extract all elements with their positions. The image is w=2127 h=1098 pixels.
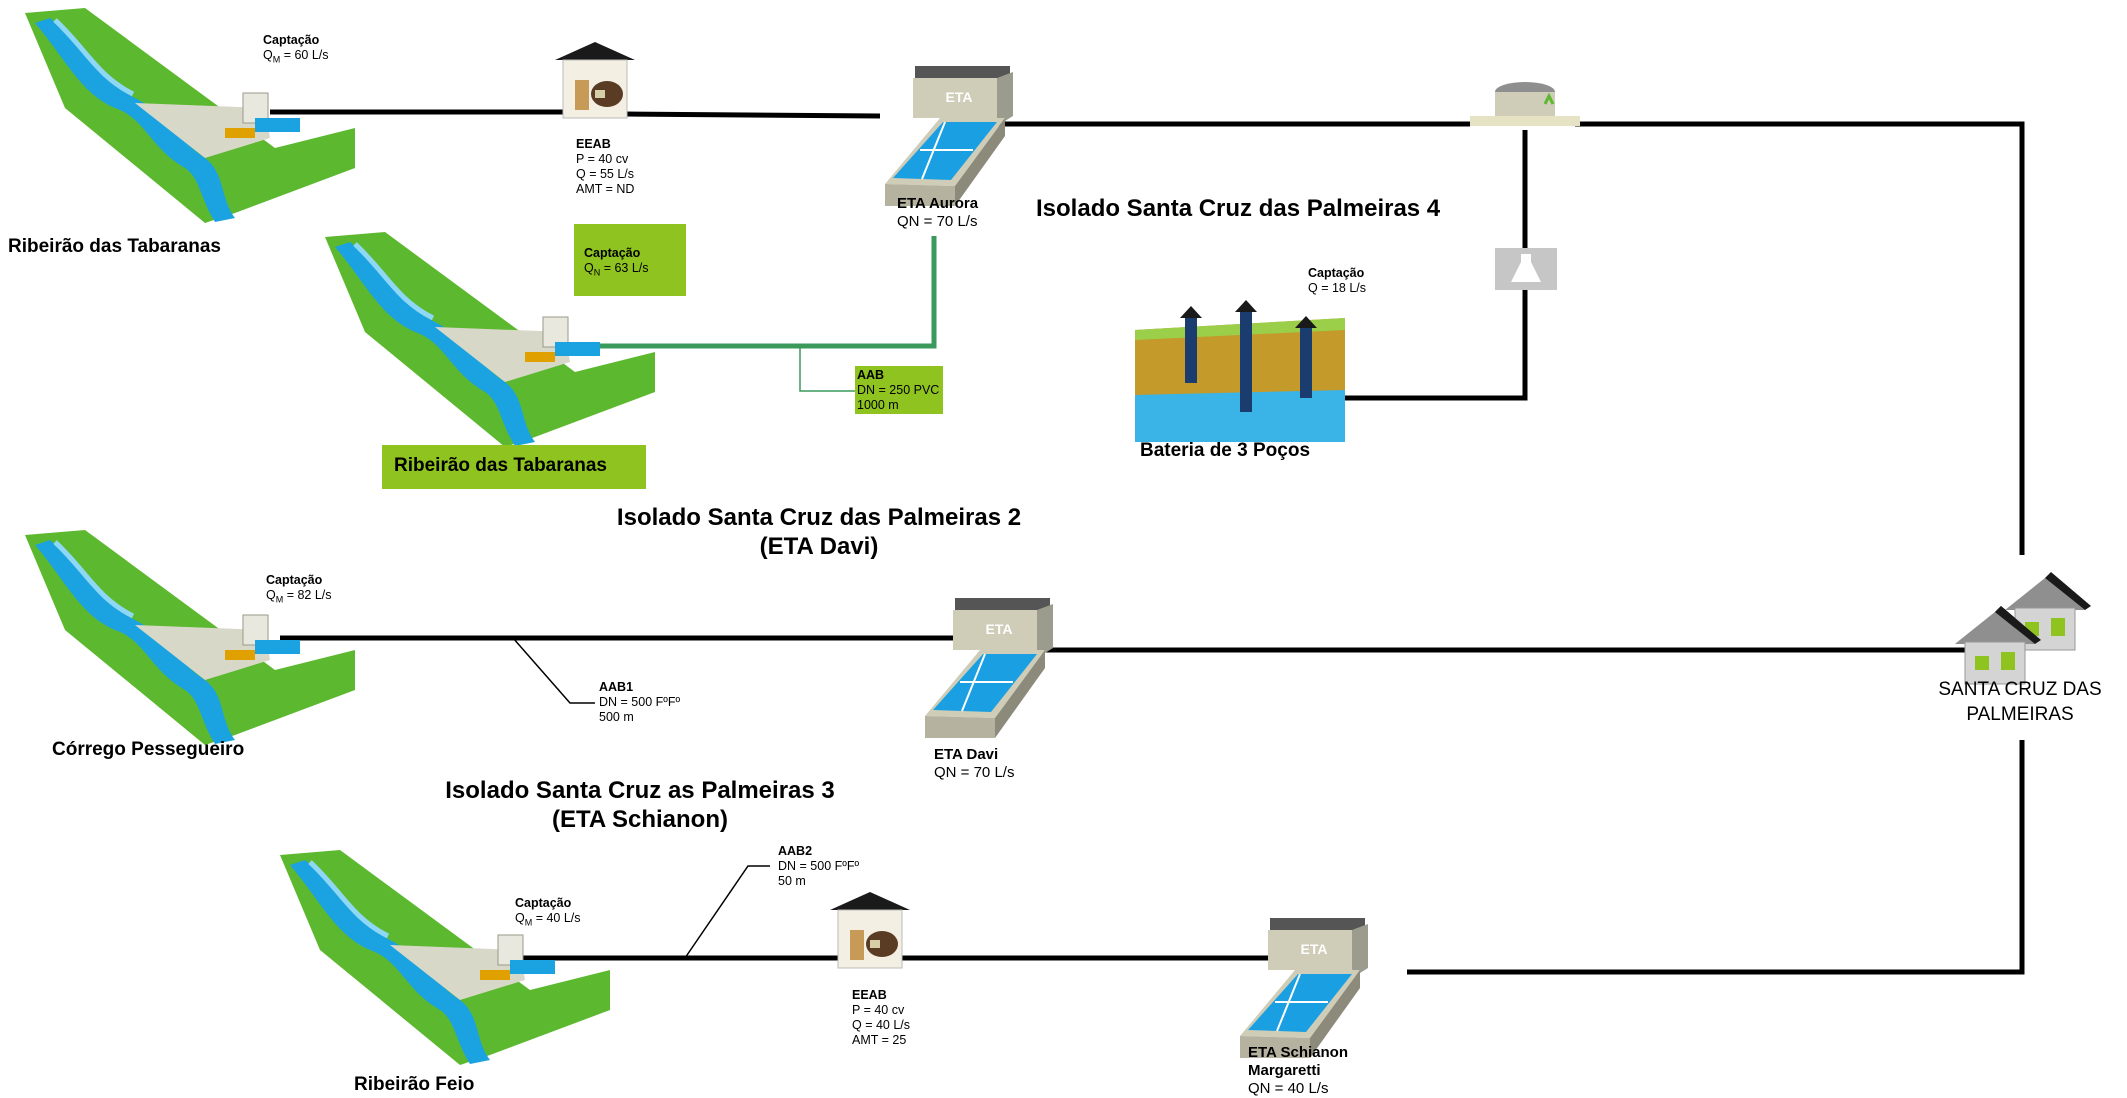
aab-label: AAB DN = 250 PVC 1000 m bbox=[857, 368, 940, 412]
pump-station-1-icon bbox=[554, 41, 636, 119]
source-feio: Ribeirão Feio bbox=[354, 1074, 475, 1095]
eta-aurora-label: ETA Aurora QN = 70 L/s bbox=[897, 195, 979, 230]
eta-schianon-icon bbox=[1239, 917, 1369, 1059]
leader-lines bbox=[799, 346, 855, 392]
captacao-4-label: Captação QM = 40 L/s bbox=[515, 896, 581, 928]
source-tabaranas-1: Ribeirão das Tabaranas bbox=[8, 236, 221, 257]
captacao-3-label: Captação QM = 82 L/s bbox=[266, 573, 332, 605]
source-wells: Bateria de 3 Poços bbox=[1140, 440, 1311, 461]
eta-aurora-sign: ETA bbox=[946, 89, 973, 105]
aab-highlight bbox=[855, 366, 943, 414]
eta-aurora-icon bbox=[884, 65, 1014, 207]
captacao-1-label: Captação QM = 60 L/s bbox=[263, 33, 329, 65]
system-2-title: Isolado Santa Cruz das Palmeiras 2 (ETA … bbox=[616, 504, 1022, 560]
source-tabaranas-2: Ribeirão das Tabaranas bbox=[394, 455, 607, 476]
pipe-eeab-eta-aurora bbox=[624, 111, 881, 119]
tabaranas-2-highlight bbox=[382, 445, 646, 489]
captacao-2-highlight bbox=[574, 224, 686, 296]
eta-schianon-sign: ETA bbox=[1301, 941, 1328, 957]
eta-davi-sign: ETA bbox=[986, 621, 1013, 637]
reservoir-icon bbox=[1470, 82, 1580, 126]
eeab-2-label: EEAB P = 40 cv Q = 40 L/s AMT = 25 bbox=[852, 988, 911, 1047]
aab1-label: AAB1 DN = 500 FºFº 500 m bbox=[599, 680, 681, 724]
eta-schianon-label: ETA Schianon Margaretti QN = 40 L/s bbox=[1248, 1044, 1349, 1097]
eeab-1-label: EEAB P = 40 cv Q = 55 L/s AMT = ND bbox=[576, 137, 635, 196]
aab2-label: AAB2 DN = 500 FºFº 50 m bbox=[778, 844, 860, 888]
well-battery-icon bbox=[1135, 300, 1345, 442]
leader-lines-black bbox=[512, 637, 770, 959]
city-label: SANTA CRUZ DAS PALMEIRAS bbox=[1938, 679, 2102, 725]
chemical-dosing-icon bbox=[1495, 248, 1557, 290]
pipe-reservoir-city bbox=[1575, 121, 2025, 555]
source-pessegueiro: Córrego Pessegueiro bbox=[52, 739, 245, 760]
pipe-network bbox=[270, 109, 2025, 975]
system-3-title: Isolado Santa Cruz as Palmeiras 3 (ETA S… bbox=[445, 777, 835, 833]
captacao-2-label: Captação QN = 63 L/s bbox=[584, 246, 649, 278]
pipe-eta-schianon-city bbox=[1407, 740, 2025, 975]
system-4-title: Isolado Santa Cruz das Palmeiras 4 bbox=[1036, 195, 1441, 222]
eta-davi-icon bbox=[924, 597, 1054, 739]
pipe-chem-wells bbox=[1345, 290, 1528, 401]
pump-station-2-icon bbox=[829, 891, 911, 969]
captacao-5-label: Captação Q = 18 L/s bbox=[1308, 266, 1367, 295]
eta-davi-label: ETA Davi QN = 70 L/s bbox=[934, 746, 1015, 781]
green-adutora-pipe bbox=[575, 236, 937, 349]
